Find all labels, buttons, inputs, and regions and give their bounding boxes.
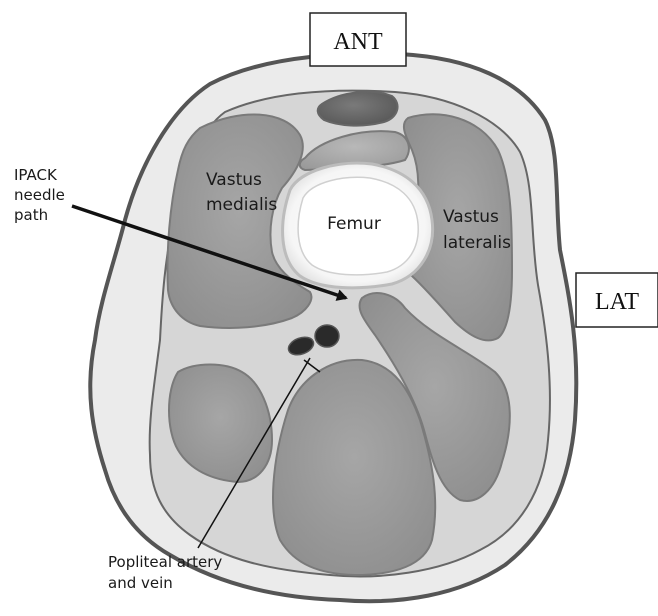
vessel-label-line1: Popliteal artery xyxy=(108,553,222,571)
vastus-lateralis-label-line1: Vastus xyxy=(443,207,499,227)
lat-label: LAT xyxy=(595,289,639,315)
vessel-label-line2: and vein xyxy=(108,574,173,592)
vastus-medialis-label-line2: medialis xyxy=(206,195,277,215)
needle-path-label-line3: path xyxy=(14,206,48,224)
vastus-medialis-label-line1: Vastus xyxy=(206,170,262,190)
needle-path-label-line2: needle xyxy=(14,186,65,204)
ant-label: ANT xyxy=(333,29,383,55)
vastus-lateralis-label-line2: lateralis xyxy=(443,233,511,253)
femur-label: Femur xyxy=(327,214,381,234)
popliteal-artery xyxy=(315,325,339,347)
needle-path-label-line1: IPACK xyxy=(14,166,58,184)
